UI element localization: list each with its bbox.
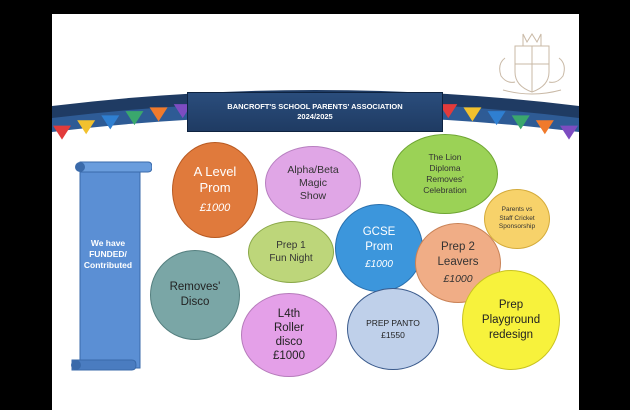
school-crest-icon: [499, 33, 565, 95]
bubble-amount: £1000: [443, 272, 473, 285]
bunting-flag: [149, 107, 168, 122]
bunting-flag: [101, 115, 120, 130]
bubble-l4th-roller-disco: L4th Roller disco £1000: [241, 293, 337, 377]
bubble-label: Removes' Disco: [169, 281, 221, 308]
bubble-prep-playground: Prep Playground redesign: [462, 270, 560, 370]
bubble-prep1-fun-night: Prep 1 Fun Night: [248, 221, 334, 283]
bubble-label: GCSE Prom: [362, 225, 396, 253]
bunting-flag: [560, 125, 578, 140]
bubble-label: The Lion Diploma Removes' Celebration: [423, 152, 467, 195]
association-banner: BANCROFT'S SCHOOL PARENTS' ASSOCIATION 2…: [187, 92, 443, 132]
slide: BANCROFT'S SCHOOL PARENTS' ASSOCIATION 2…: [52, 14, 579, 410]
bunting-flag: [487, 111, 506, 126]
bubble-label: L4th Roller disco £1000: [273, 308, 305, 362]
banner-title: BANCROFT'S SCHOOL PARENTS' ASSOCIATION: [227, 102, 403, 111]
bunting-flag: [53, 125, 71, 140]
bunting-flag: [463, 107, 482, 122]
banner-year: 2024/2025: [297, 112, 333, 121]
bubble-lion-diploma: The Lion Diploma Removes' Celebration: [392, 134, 498, 214]
bubble-a-level-prom: A Level Prom £1000: [172, 142, 258, 238]
bubble-label: Parents vs Staff Cricket Sponsorship: [498, 206, 536, 231]
bubble-label: Prep 1 Fun Night: [269, 240, 313, 264]
bubble-cricket-sponsorship: Parents vs Staff Cricket Sponsorship: [484, 189, 550, 249]
bubble-label: A Level Prom: [193, 164, 237, 195]
bubble-alpha-beta-magic-show: Alpha/Beta Magic Show: [265, 146, 361, 220]
bunting-flag: [125, 111, 144, 126]
bubble-label: Prep 2 Leavers: [437, 240, 479, 268]
bunting-flag: [439, 104, 458, 119]
bunting-flag: [77, 120, 96, 135]
bubble-amount: £1000: [365, 258, 393, 270]
bubble-removes-disco: Removes' Disco: [150, 250, 240, 340]
funded-scroll: [71, 161, 152, 371]
bubble-label: Prep Playground redesign: [481, 298, 541, 341]
bunting-flag: [535, 120, 554, 135]
bubble-prep-panto: PREP PANTO £1550: [347, 288, 439, 370]
bunting-flag: [511, 115, 530, 130]
funded-scroll-text: We have FUNDED/ Contributed: [83, 238, 133, 270]
bubble-gcse-prom: GCSE Prom £1000: [335, 204, 423, 292]
bubble-amount: £1000: [199, 202, 231, 214]
bubble-label: Alpha/Beta Magic Show: [287, 163, 339, 202]
bubble-label: PREP PANTO £1550: [366, 318, 420, 340]
